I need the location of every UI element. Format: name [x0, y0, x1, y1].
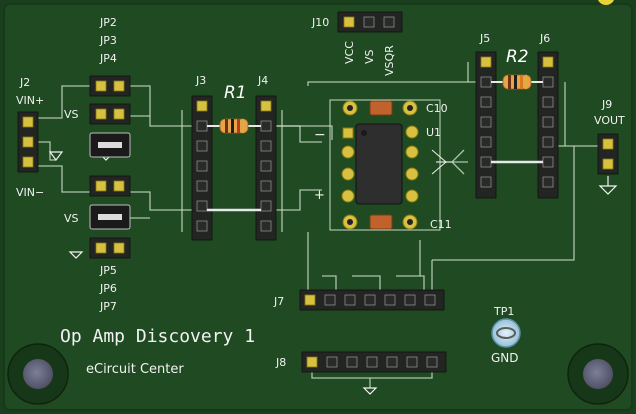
testpoint-tp1[interactable]	[491, 318, 521, 348]
label-jp4: JP4	[99, 52, 117, 65]
mounting-hole-right	[567, 343, 629, 405]
resistor-r2[interactable]	[491, 74, 543, 90]
ground-symbol-j2	[48, 151, 64, 161]
label-c10: C10	[426, 102, 448, 115]
label-j10-vsqr: VSQR	[383, 45, 396, 76]
ground-symbol-jp-bottom	[68, 251, 84, 259]
label-j6: J6	[539, 32, 550, 45]
mounting-hole-top-right-partial	[597, 0, 615, 5]
label-j10-vs: VS	[363, 49, 376, 64]
label-j9: J9	[601, 98, 612, 111]
header-j5[interactable]	[475, 51, 497, 199]
ground-symbol-vout	[598, 176, 618, 195]
label-j10: J10	[311, 16, 329, 29]
label-r1: R1	[224, 83, 247, 103]
header-j6[interactable]	[537, 51, 559, 199]
board-title: Op Amp Discovery 1	[60, 326, 255, 347]
header-j3[interactable]	[191, 95, 213, 241]
header-j8[interactable]	[301, 351, 447, 373]
label-vin-minus: VIN−	[16, 186, 44, 199]
label-jp3: JP3	[99, 34, 117, 47]
label-opamp-plus: +	[314, 188, 325, 203]
ground-symbol-j8	[362, 387, 378, 395]
header-j2[interactable]	[17, 111, 39, 173]
label-r2: R2	[506, 47, 529, 67]
capacitor-c10[interactable]	[342, 100, 418, 116]
label-jp7: JP7	[99, 300, 117, 313]
resistor-r1[interactable]	[207, 118, 261, 134]
label-tp1: TP1	[493, 305, 514, 318]
pcb-substrate	[3, 3, 633, 411]
header-j4[interactable]	[255, 95, 277, 241]
header-j9[interactable]	[597, 133, 619, 175]
jumper-jp5-jp7[interactable]	[89, 175, 131, 259]
label-j5: J5	[479, 32, 490, 45]
header-j10[interactable]	[337, 11, 403, 33]
label-vs-bottom: VS	[64, 212, 79, 225]
header-j7[interactable]	[299, 289, 445, 311]
opamp-symbol	[431, 149, 447, 175]
ic-u1[interactable]	[341, 123, 419, 205]
board-maker: eCircuit Center	[86, 362, 184, 377]
capacitor-c11[interactable]	[342, 214, 418, 230]
mounting-hole-left	[7, 343, 69, 405]
opamp-area	[329, 99, 441, 231]
label-j7: J7	[273, 295, 284, 308]
label-j10-vcc: VCC	[343, 41, 356, 64]
label-gnd: GND	[491, 351, 519, 365]
label-c11: C11	[430, 218, 452, 231]
label-j2: J2	[19, 76, 30, 89]
label-vin-plus: VIN+	[16, 94, 44, 107]
label-opamp-minus: −	[314, 127, 326, 143]
label-vs-top: VS	[64, 108, 79, 121]
label-jp5: JP5	[99, 264, 117, 277]
label-j4: J4	[257, 74, 268, 87]
label-jp6: JP6	[99, 282, 117, 295]
label-u1: U1	[426, 126, 441, 139]
label-vout: VOUT	[594, 114, 625, 127]
jumper-jp2-jp4[interactable]	[89, 75, 131, 158]
label-jp2: JP2	[99, 16, 117, 29]
label-j3: J3	[195, 74, 206, 87]
label-j8: J8	[275, 356, 286, 369]
